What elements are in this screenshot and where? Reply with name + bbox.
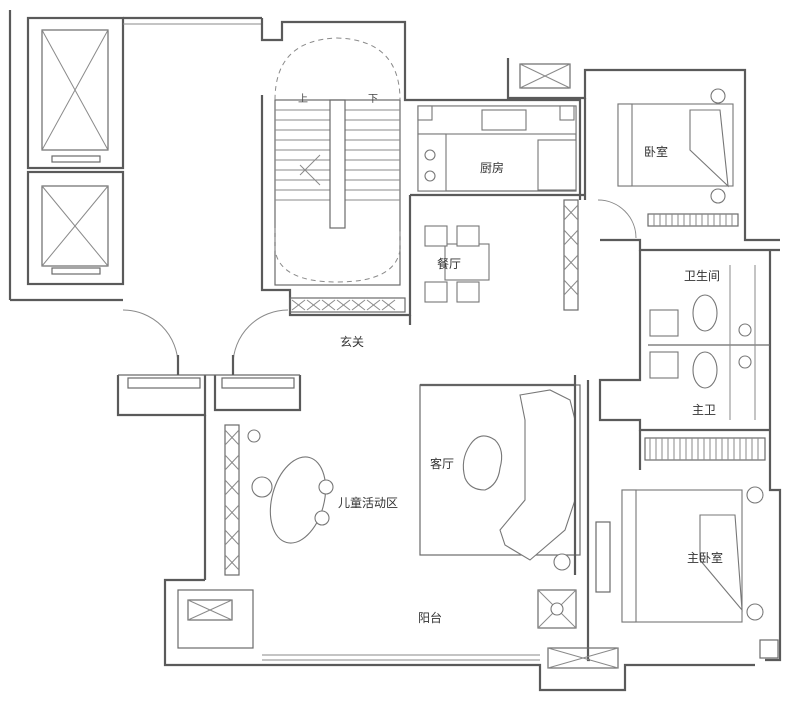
- bathroom-area: [598, 250, 772, 432]
- dining-area: [424, 199, 579, 311]
- room-label-bedroom: 卧室: [644, 144, 668, 159]
- entrance-area: [116, 309, 412, 417]
- room-label-master-bedroom: 主卧室: [687, 550, 723, 565]
- bedroom-area: [506, 58, 780, 252]
- kitchen-area: [410, 98, 585, 200]
- stair-up-label: 上: [298, 93, 308, 105]
- room-label-kids-area: 儿童活动区: [338, 495, 398, 510]
- room-label-bathroom: 卫生间: [684, 269, 720, 283]
- room-label-master-bath: 主卫: [692, 403, 716, 417]
- room-label-dining: 餐厅: [437, 256, 461, 271]
- room-label-living: 客厅: [430, 456, 454, 471]
- kids-activity-area: [203, 415, 334, 580]
- stair-down-label: 下: [368, 94, 378, 105]
- balcony-area: [163, 578, 755, 692]
- room-label-entrance: 玄关: [340, 334, 364, 349]
- room-label-kitchen: 厨房: [480, 160, 504, 175]
- room-label-balcony: 阳台: [418, 610, 442, 625]
- stairwell: 上 下: [260, 18, 412, 317]
- living-area: [419, 375, 581, 575]
- master-bedroom-area: [586, 380, 782, 662]
- elevator-shafts: [8, 10, 262, 302]
